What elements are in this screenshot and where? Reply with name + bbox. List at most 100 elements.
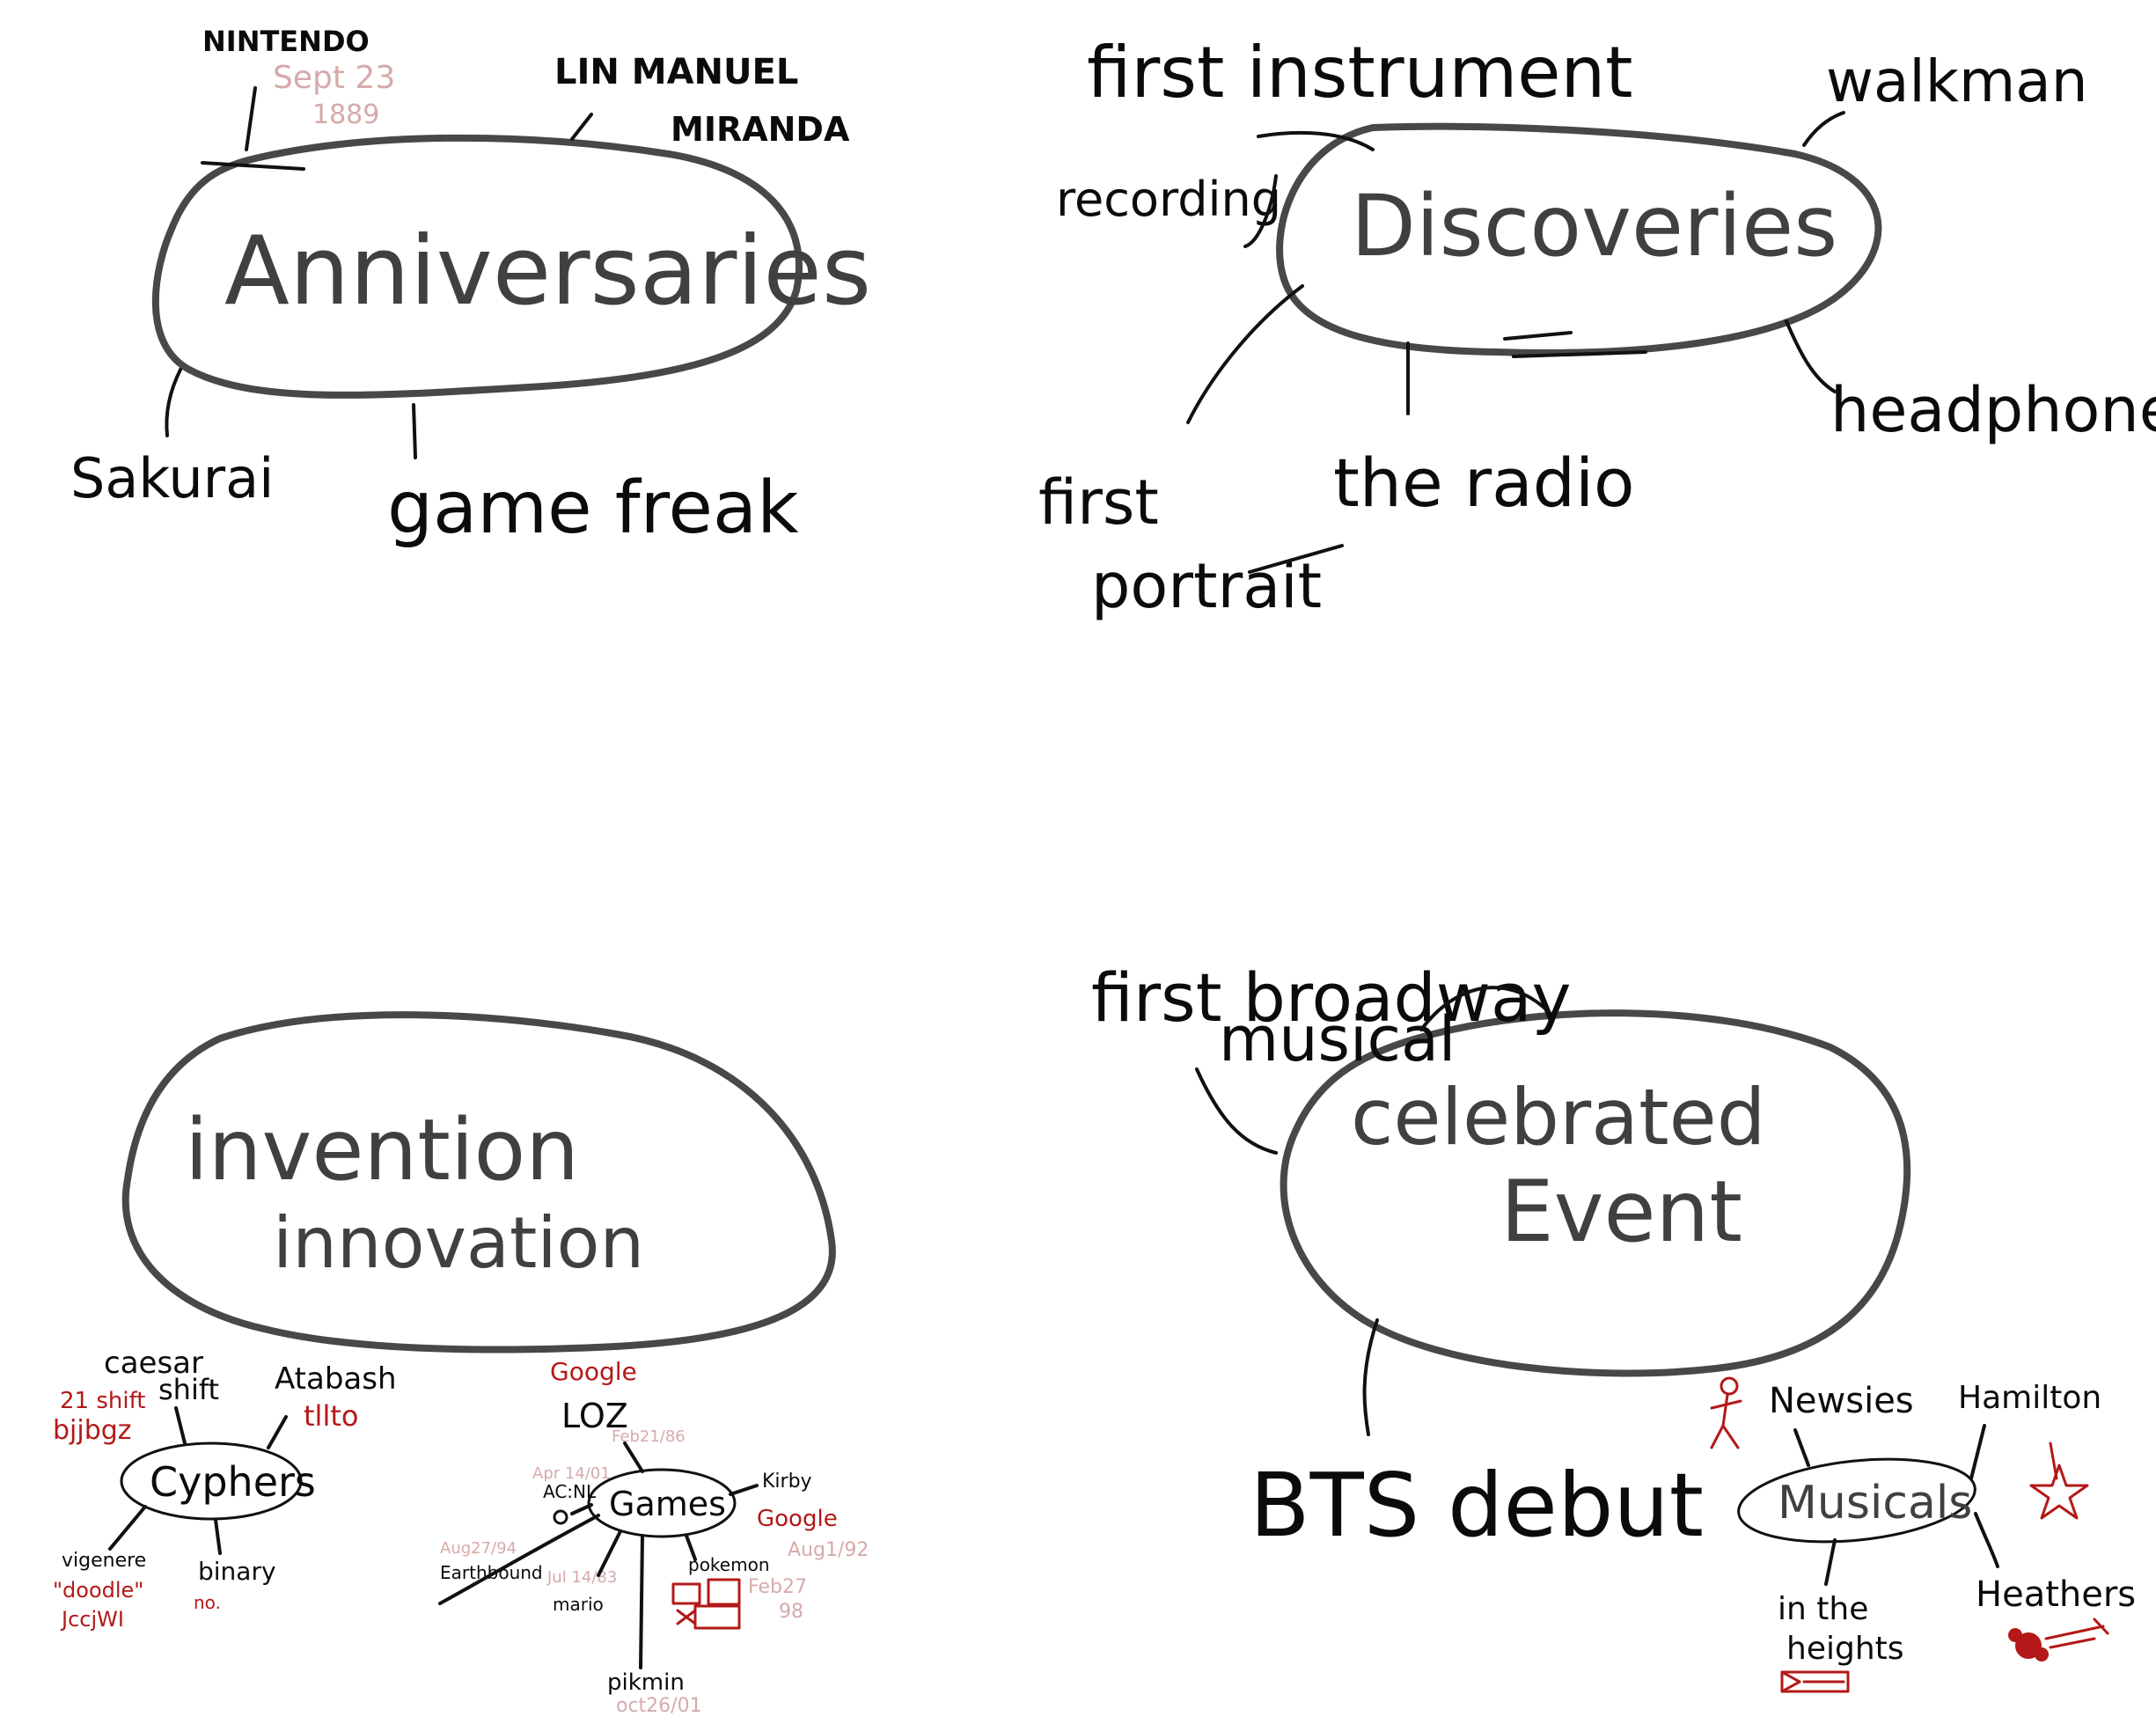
lin-label-1: LIN MANUEL <box>554 52 798 92</box>
invention-bubble <box>121 1011 836 1354</box>
games-submap: Games Google LOZ Feb21/86 Apr 14/01 AC:N… <box>438 1357 869 1717</box>
gamefreak-label: game freak <box>387 466 799 550</box>
headphones-branch <box>1785 319 1837 393</box>
atbash-note: tllto <box>304 1399 358 1433</box>
vigenere-label: vigenere <box>62 1550 146 1572</box>
acnl-icon <box>553 1509 568 1525</box>
pokemon-doodle-icon <box>671 1578 741 1630</box>
pikmin-label: pikmin <box>607 1669 685 1696</box>
first-label: first <box>1038 466 1159 539</box>
newsies-label: Newsies <box>1769 1381 1914 1421</box>
kirby-label: Kirby <box>762 1471 812 1493</box>
atbash-label: Atabash <box>275 1361 397 1397</box>
croquet-doodle-icon <box>2008 1618 2109 1662</box>
walkman-label: walkman <box>1826 48 2088 115</box>
first-instrument-branch <box>1257 130 1375 151</box>
pokemon-date-2: 98 <box>779 1601 803 1623</box>
nintendo-label: NINTENDO <box>202 25 370 58</box>
radio-label: the radio <box>1333 444 1635 522</box>
headphones-label: headphones <box>1830 374 2156 446</box>
acnl-branch <box>570 1503 593 1515</box>
star-doodle-icon <box>2029 1442 2089 1520</box>
acnl-date: Apr 14/01 <box>532 1464 611 1483</box>
anniversaries-cluster: Anniversaries NINTENDO Sept 23 1889 LIN … <box>70 25 871 550</box>
caesar-label-1: caesar <box>104 1346 203 1381</box>
google-top: Google <box>550 1357 637 1386</box>
nintendo-date-1: Sept 23 <box>273 60 395 96</box>
heathers-branch <box>1974 1512 1999 1568</box>
heights-label-2: heights <box>1786 1631 1904 1667</box>
anniversaries-title: Anniversaries <box>224 216 871 326</box>
broadway-branch <box>1195 1067 1278 1155</box>
earthbound-date: Aug27/94 <box>440 1539 517 1558</box>
loz-branch <box>623 1442 644 1473</box>
bts-label: BTS debut <box>1250 1454 1704 1557</box>
newsies-branch <box>1793 1428 1810 1467</box>
discoveries-underline <box>1503 331 1647 358</box>
caesar-label-2: shift <box>158 1373 219 1406</box>
vigenere-branch <box>108 1505 147 1551</box>
cyphers-title: Cyphers <box>150 1458 316 1506</box>
recording-label: recording <box>1056 172 1281 227</box>
pikmin-branch <box>639 1534 644 1669</box>
broadway-arc <box>1419 986 1551 1031</box>
doodle-code: JccjWI <box>60 1607 124 1632</box>
musicals-title: Musicals <box>1778 1477 1972 1530</box>
mario-date: Jul 14/83 <box>546 1568 617 1587</box>
gamefreak-branch <box>412 403 417 459</box>
discoveries-title: Discoveries <box>1351 177 1837 275</box>
google-right: Google <box>757 1506 838 1532</box>
binary-branch <box>214 1518 222 1555</box>
walkman-branch <box>1802 111 1845 147</box>
heathers-label: Heathers <box>1976 1574 2136 1615</box>
hamilton-label: Hamilton <box>1958 1380 2101 1416</box>
invention-title-1: invention <box>185 1101 579 1199</box>
flag-doodle-icon <box>1780 1670 1850 1693</box>
portrait-branch <box>1186 284 1304 424</box>
nintendo-date-2: 1889 <box>312 99 379 130</box>
broadway-label-1: first broadway <box>1091 958 1572 1037</box>
cyphers-bubble <box>120 1442 303 1521</box>
mario-label: mario <box>553 1594 604 1615</box>
atbash-branch <box>267 1415 288 1449</box>
lin-label-2: MIRANDA <box>671 110 850 149</box>
musicals-bubble <box>1737 1457 1976 1544</box>
recording-branch <box>1243 174 1278 248</box>
lin-branch <box>570 113 593 141</box>
discoveries-bubble <box>1276 122 1882 356</box>
hamilton-branch <box>1969 1424 1986 1480</box>
invention-title-2: innovation <box>273 1202 644 1284</box>
portrait-underline <box>1248 544 1344 574</box>
nintendo-branch <box>201 86 305 171</box>
first-instrument-label: first instrument <box>1087 32 1633 114</box>
kirby-date: Aug1/92 <box>788 1539 869 1561</box>
caesar-branch <box>174 1406 187 1445</box>
doodle-label: "doodle" <box>53 1578 143 1603</box>
pikmin-date: oct26/01 <box>616 1695 702 1717</box>
celebrated-bubble <box>1280 1009 1911 1377</box>
cyphers-submap: Cyphers caesar shift 21 shift bjjbgz Ata… <box>53 1346 397 1632</box>
newsies-stickfigure-icon <box>1710 1376 1742 1449</box>
loz-label: LOZ <box>561 1397 628 1435</box>
heights-label-1: in the <box>1778 1591 1868 1627</box>
pokemon-label: pokemon <box>688 1554 770 1575</box>
anniversaries-bubble <box>151 134 803 399</box>
sakurai-label: Sakurai <box>70 446 274 510</box>
celebrated-cluster: celebrated Event first broadway musical … <box>1091 958 2136 1693</box>
games-bubble <box>587 1468 737 1538</box>
heights-branch <box>1824 1538 1837 1586</box>
bts-branch <box>1362 1318 1379 1436</box>
kirby-branch <box>729 1484 759 1496</box>
pokemon-branch <box>685 1534 697 1561</box>
celebrated-title-1: celebrated <box>1351 1072 1766 1163</box>
discoveries-cluster: Discoveries first instrument recording w… <box>1038 32 2156 622</box>
pokemon-date-1: Feb27 <box>748 1576 807 1598</box>
mario-branch <box>597 1530 622 1577</box>
celebrated-title-2: Event <box>1500 1163 1742 1261</box>
loz-date: Feb21/86 <box>612 1427 686 1446</box>
musicals-submap: Musicals Newsies Hamilton in the heights <box>1710 1376 2136 1693</box>
invention-cluster: invention innovation Cyphers caesar shif… <box>53 1011 869 1717</box>
earthbound-branch <box>438 1514 600 1605</box>
broadway-label-2: musical <box>1219 1003 1456 1075</box>
